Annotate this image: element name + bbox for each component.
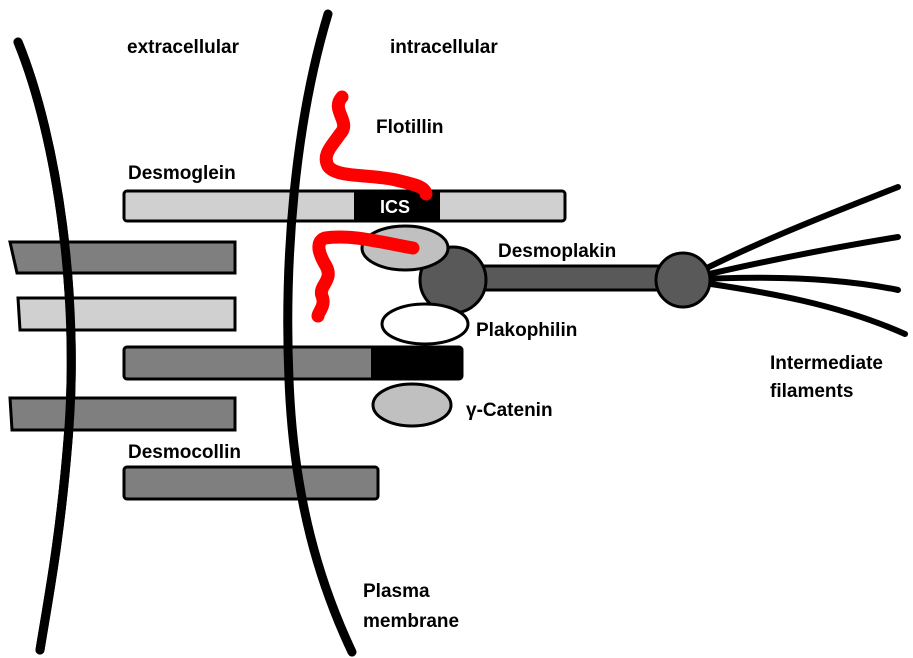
desmocollin-ics — [371, 347, 462, 379]
gamma-catenin — [373, 384, 451, 426]
label-flotillin: Flotillin — [376, 117, 444, 138]
label-plasma-line1: Plasma — [363, 581, 430, 602]
label-intermediate-line1: Intermediate — [770, 353, 883, 374]
label-extracellular: extracellular — [127, 37, 240, 58]
plakophilin — [382, 304, 468, 344]
left-bar-3 — [10, 398, 235, 430]
left-membrane-front — [18, 42, 71, 650]
label-intermediate-line2: filaments — [770, 381, 853, 402]
left-bar-1 — [10, 242, 235, 273]
label-ics: ICS — [380, 197, 410, 217]
label-plasma-line2: membrane — [363, 611, 459, 632]
label-desmoplakin: Desmoplakin — [498, 241, 616, 262]
desmocollin-bar-lower — [124, 467, 378, 499]
label-plakophilin: Plakophilin — [476, 320, 577, 341]
intermediate-filaments — [683, 187, 905, 334]
desmoglein-bar — [124, 191, 565, 221]
label-desmocollin: Desmocollin — [128, 442, 241, 463]
label-desmoglein: Desmoglein — [128, 163, 236, 184]
label-gamma-catenin: γ-Catenin — [466, 400, 553, 421]
label-intracellular: intracellular — [390, 37, 498, 58]
left-bar-2 — [18, 298, 235, 330]
